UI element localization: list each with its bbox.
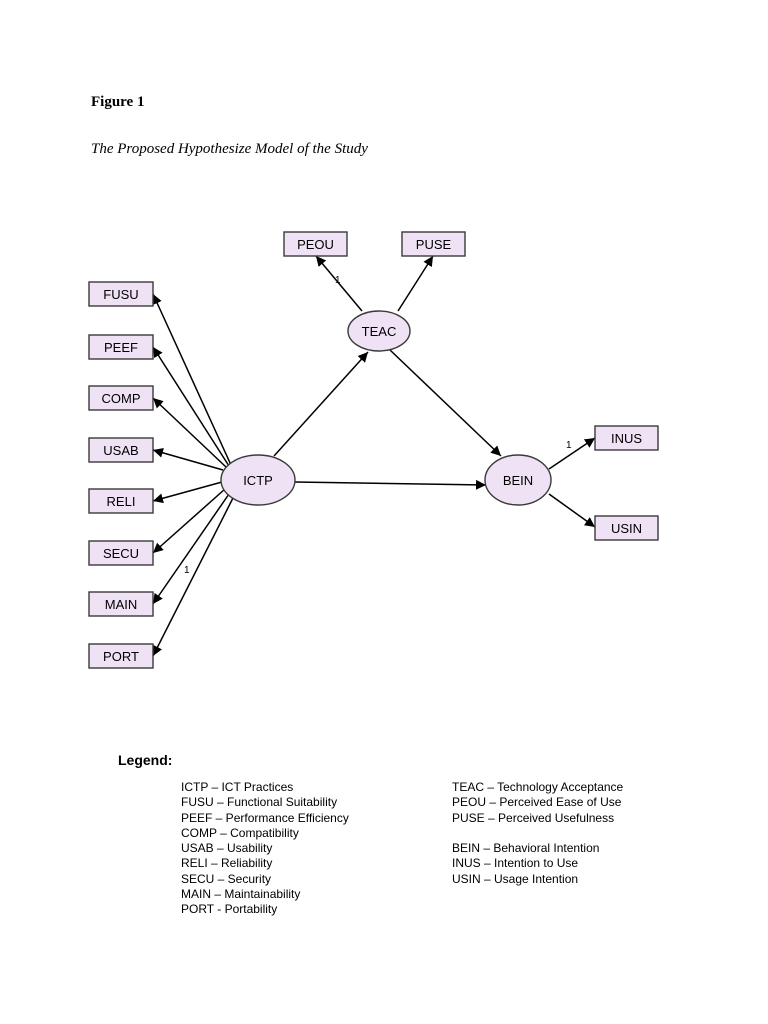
legend-item: PUSE – Perceived Usefulness xyxy=(452,810,615,825)
edge-teac-peou xyxy=(315,255,363,312)
edge-ictp-fusu xyxy=(152,293,232,466)
svg-text:INUS: INUS xyxy=(611,431,642,446)
legend-spacer xyxy=(452,826,623,841)
edge-ictp-comp xyxy=(152,397,227,468)
legend-title: Legend: xyxy=(118,752,173,768)
legend-item: USIN – Usage Intention xyxy=(452,871,579,886)
edge-ictp-secu xyxy=(152,488,226,554)
svg-text:SECU: SECU xyxy=(103,546,139,561)
legend-right-column: TEAC – Technology Acceptance PEOU – Perc… xyxy=(452,780,623,887)
node-fusu: FUSU xyxy=(88,281,154,307)
node-comp: COMP xyxy=(88,385,154,411)
legend-item: USAB – Usability xyxy=(181,841,273,856)
edge-ictp-usab xyxy=(152,447,224,471)
svg-text:PEEF: PEEF xyxy=(104,340,138,355)
svg-text:MAIN: MAIN xyxy=(105,597,138,612)
node-reli: RELI xyxy=(88,488,154,514)
node-peef: PEEF xyxy=(88,334,154,360)
svg-text:COMP: COMP xyxy=(102,391,141,406)
node-teac: TEAC xyxy=(347,310,411,352)
legend-item: PORT - Portability xyxy=(181,902,278,917)
figure-label: Figure 1 xyxy=(91,94,145,110)
legend-left-column: ICTP – ICT Practices FUSU – Functional S… xyxy=(181,780,349,918)
svg-text:ICTP: ICTP xyxy=(243,473,273,488)
legend-item: COMP – Compatibility xyxy=(181,825,299,840)
edge-ictp-bein xyxy=(294,479,487,490)
edge-teac-bein xyxy=(389,349,502,457)
edge-ictp-reli xyxy=(152,481,223,504)
svg-text:TEAC: TEAC xyxy=(362,324,397,339)
node-port: PORT xyxy=(88,643,154,669)
edge-ictp-port xyxy=(152,495,235,657)
edge-ictp-main xyxy=(152,493,230,605)
node-usin: USIN xyxy=(594,515,659,541)
node-inus: INUS xyxy=(594,425,659,451)
svg-text:PUSE: PUSE xyxy=(416,237,452,252)
figure-caption: The Proposed Hypothesize Model of the St… xyxy=(91,141,368,157)
legend-item: FUSU – Functional Suitability xyxy=(181,795,338,810)
node-peou: PEOU xyxy=(283,231,348,257)
node-main: MAIN xyxy=(88,591,154,617)
legend-item: PEEF – Performance Efficiency xyxy=(181,810,349,825)
weight-bein-inus: 1 xyxy=(566,440,572,451)
legend-item: PEOU – Perceived Ease of Use xyxy=(452,795,622,810)
svg-text:RELI: RELI xyxy=(107,494,136,509)
svg-text:USIN: USIN xyxy=(611,521,642,536)
svg-text:FUSU: FUSU xyxy=(103,287,138,302)
edge-bein-usin xyxy=(548,493,596,528)
svg-text:USAB: USAB xyxy=(103,443,138,458)
node-usab: USAB xyxy=(88,437,154,463)
legend-item: RELI – Reliability xyxy=(181,856,273,871)
legend-item: ICTP – ICT Practices xyxy=(181,780,294,794)
node-ictp: ICTP xyxy=(220,454,296,506)
edges xyxy=(152,255,596,657)
legend-item: INUS – Intention to Use xyxy=(452,856,579,871)
edge-ictp-peef xyxy=(152,346,230,467)
node-secu: SECU xyxy=(88,540,154,566)
svg-text:BEIN: BEIN xyxy=(503,473,533,488)
legend-item: TEAC – Technology Acceptance xyxy=(452,780,624,794)
edge-teac-puse xyxy=(397,255,434,312)
node-bein: BEIN xyxy=(484,454,552,506)
legend-item: SECU – Security xyxy=(181,871,272,886)
svg-text:PORT: PORT xyxy=(103,649,139,664)
edge-bein-inus xyxy=(548,437,596,470)
legend-item: BEIN – Behavioral Intention xyxy=(452,841,600,856)
edge-ictp-teac xyxy=(273,351,369,457)
node-puse: PUSE xyxy=(401,231,466,257)
weight-teac-peou: 1 xyxy=(335,275,341,286)
weight-ictp-main: 1 xyxy=(184,565,190,576)
legend-item: MAIN – Maintainability xyxy=(181,887,301,902)
svg-text:PEOU: PEOU xyxy=(297,237,334,252)
